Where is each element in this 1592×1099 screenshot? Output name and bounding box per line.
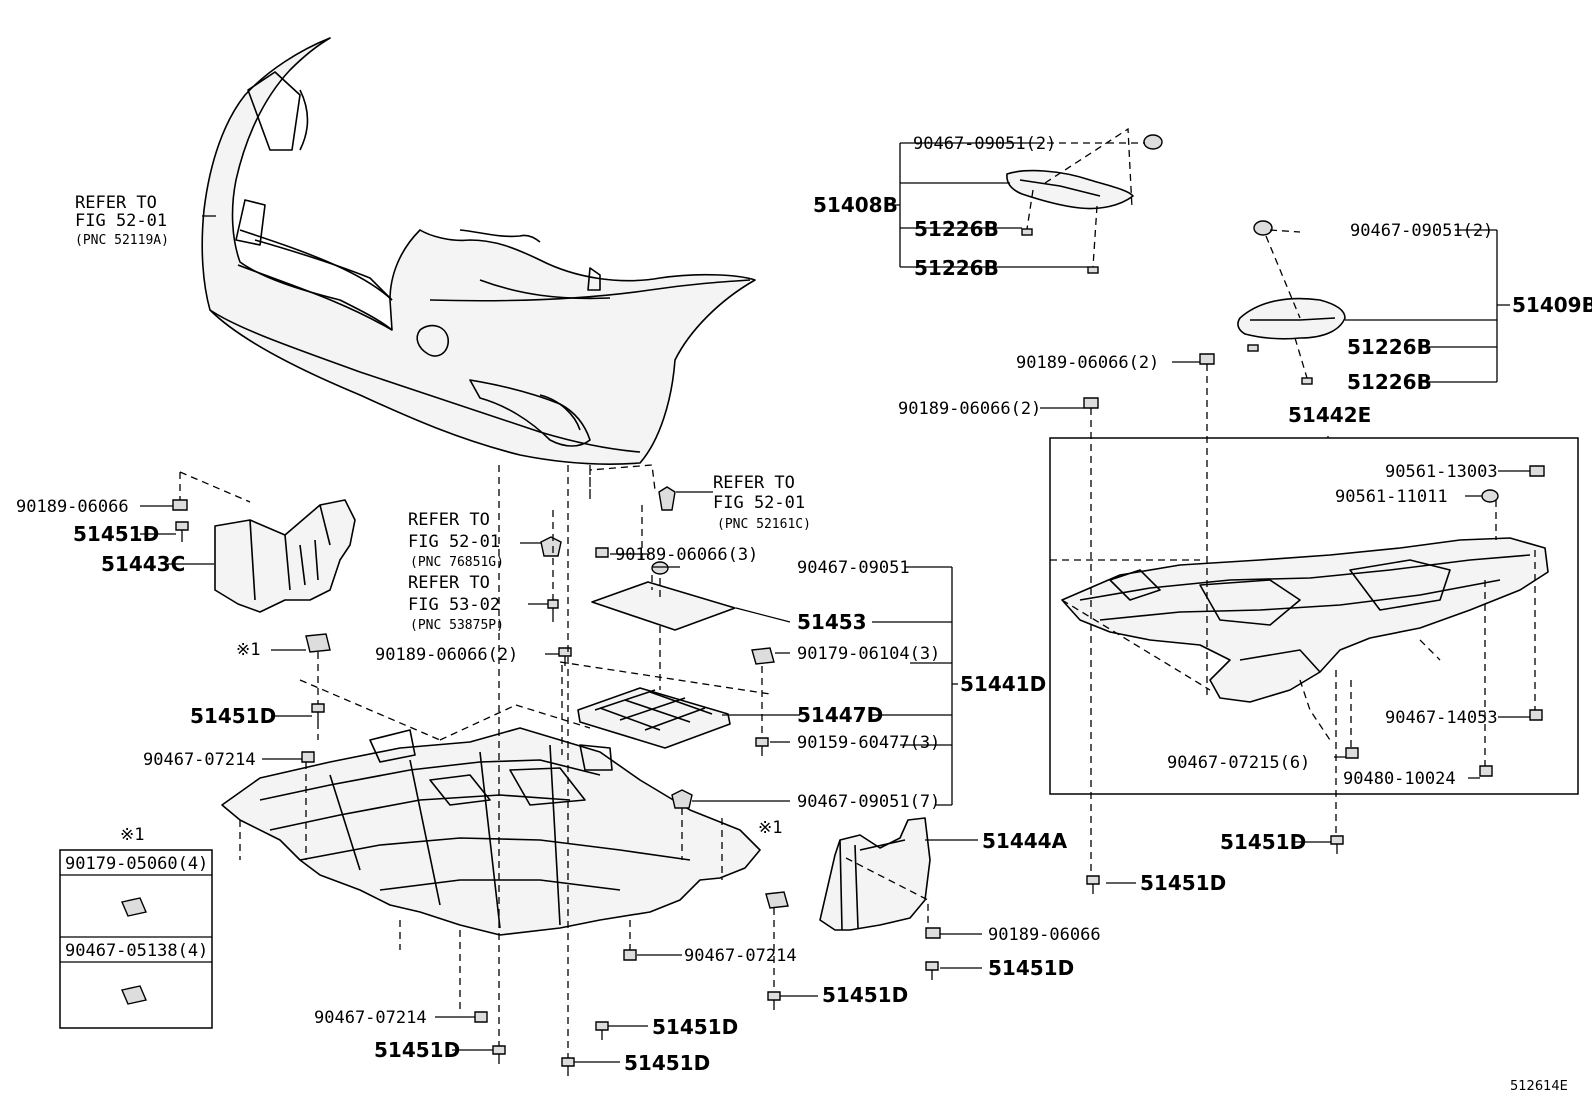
refer-76851-line1: REFER TO [408,510,490,530]
legend-nut-icon-1 [121,897,147,917]
part-51451d-r2: 51451D [1140,871,1226,895]
part-51226b-b: 51226B [914,256,999,280]
part-90189-06066-2-b: 90189-06066(2) [898,399,1041,419]
splash-shield-51408b [1006,134,1163,274]
legend-nut-icon-2 [121,985,147,1005]
engine-under-cover-51441d [221,727,761,936]
part-51226b-c: 51226B [1347,335,1432,359]
part-51441d: 51441D [960,672,1046,696]
note-mark-2: ※1 [758,818,782,838]
legend-box: ※1 90179-05060(4) 90467-05138(4) [59,825,213,1029]
text-labels: REFER TO FIG 52-01 (PNC 52119A) REFER TO… [16,134,1592,1094]
part-51442e: 51442E [1288,403,1371,427]
part-90179-06104-3: 90179-06104(3) [797,644,940,664]
side-cover-51444a [819,817,931,931]
part-51447d: 51447D [797,703,883,727]
refer-bumper-line3: (PNC 52119A) [75,233,169,248]
legend-row2-label: 90467-05138(4) [65,941,208,961]
part-51451d-l2: 51451D [190,704,276,728]
part-90467-07214-b: 90467-07214 [314,1008,427,1028]
part-90467-09051-2-top: 90467-09051(2) [913,134,1056,154]
part-90189-06066-left: 90189-06066 [16,497,129,517]
part-51451d-c3: 51451D [652,1015,738,1039]
refer-52161-line1: REFER TO [713,473,795,493]
part-90480-10024: 90480-10024 [1343,769,1456,789]
part-51444a: 51444A [982,829,1068,853]
refer-53875-line2: FIG 53-02 [408,595,500,615]
part-90467-07214-c: 90467-07214 [684,946,797,966]
part-51451d-c5: 51451D [624,1051,710,1075]
part-90467-09051: 90467-09051 [797,558,910,578]
part-90467-07215-6: 90467-07215(6) [1167,753,1310,773]
part-51451d-left: 51451D [73,522,159,546]
part-51453: 51453 [797,610,867,634]
refer-76851-line3: (PNC 76851G) [410,555,504,570]
part-51226b-d: 51226B [1347,370,1432,394]
side-cover-51443c [214,499,356,613]
refer-53875-line3: (PNC 53875P) [410,618,504,633]
part-51451d-c1: 51451D [988,956,1074,980]
part-90467-07214-l: 90467-07214 [143,750,256,770]
part-51409b: 51409B [1512,293,1592,317]
splash-shield-51409b [1237,220,1346,385]
dashed-lines [179,127,1536,1058]
part-90189-06066-3: 90189-06066(3) [615,545,758,565]
part-90561-13003: 90561-13003 [1385,462,1498,482]
part-90561-11011: 90561-11011 [1335,487,1448,507]
figure-code: 512614E [1510,1079,1568,1094]
front-bumper-cover [201,37,756,465]
part-90189-06066-2-a: 90189-06066(2) [1016,353,1159,373]
refer-52161-line2: FIG 52-01 [713,493,805,513]
part-51443c: 51443C [101,552,185,576]
refer-52161-line3: (PNC 52161C) [717,517,811,532]
refer-bumper-line2: FIG 52-01 [75,211,167,231]
part-51451d-c2: 51451D [822,983,908,1007]
part-51451d-r1: 51451D [1220,830,1306,854]
fasteners [172,353,1545,1076]
bracket-51447d [577,687,731,749]
note-mark-1: ※1 [236,640,260,660]
refer-bumper-line1: REFER TO [75,193,157,213]
legend-title: ※1 [120,825,144,845]
part-90159-60477-3: 90159-60477(3) [797,733,940,753]
legend-row1-label: 90179-05060(4) [65,854,208,874]
part-51408b: 51408B [813,193,898,217]
plate-51453 [591,561,736,631]
part-90467-09051-2-right: 90467-09051(2) [1350,221,1493,241]
part-90467-09051-7: 90467-09051(7) [797,792,940,812]
refer-76851-line2: FIG 52-01 [408,532,500,552]
part-51451d-c4: 51451D [374,1038,460,1062]
part-90189-06066-b: 90189-06066 [988,925,1101,945]
refer-53875-line1: REFER TO [408,573,490,593]
part-51226b-a: 51226B [914,217,999,241]
leader-lines [140,142,1530,1063]
part-90467-14053: 90467-14053 [1385,708,1498,728]
frame-51442e [1049,437,1579,795]
part-90189-06066-2-c: 90189-06066(2) [375,645,518,665]
under-cover-51442e [1061,537,1549,703]
